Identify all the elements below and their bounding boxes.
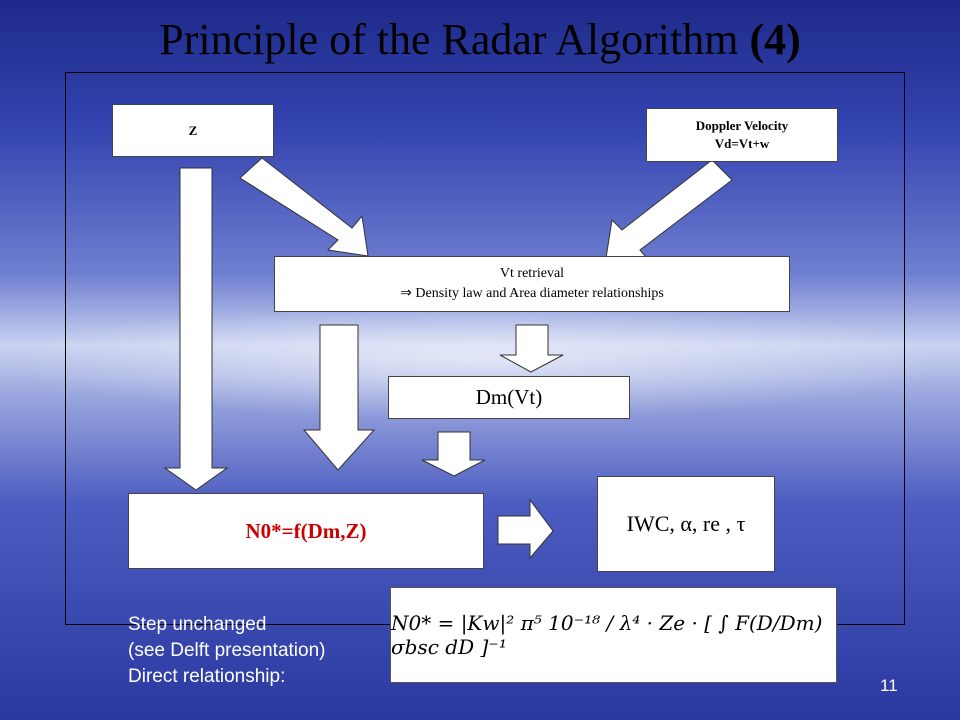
iwc-label: IWC, α, re , τ — [626, 511, 746, 536]
slide-title: Principle of the Radar Algorithm (4) — [0, 14, 960, 65]
z-box: Z — [112, 104, 274, 157]
vt-retrieval-box: Vt retrieval ⇒ Density law and Area diam… — [274, 256, 790, 312]
dm-label: Dm(Vt) — [475, 385, 543, 409]
formula-text: N0* = |Kw|² π⁵ 10⁻¹⁸ / λ⁴ · Ze · [ ∫ F(D… — [391, 611, 823, 659]
n0-label: N0*=f(Dm,Z) — [245, 518, 367, 543]
arrow-z-to-vt — [239, 157, 369, 257]
density-law-text: ⇒ Density law and Area diameter relation… — [400, 286, 664, 301]
title-bold: (4) — [749, 15, 801, 64]
arrow-doppler-to-vt — [605, 159, 733, 263]
doppler-box: Doppler Velocity Vd=Vt+w — [646, 108, 838, 162]
note-line-2: (see Delft presentation) — [128, 640, 326, 661]
dm-box: Dm(Vt) — [388, 376, 630, 419]
step-note: Step unchanged (see Delft presentation) … — [128, 612, 326, 690]
title-main: Principle of the Radar Algorithm — [159, 15, 750, 64]
iwc-box: IWC, α, re , τ — [597, 476, 775, 572]
doppler-label: Doppler Velocity — [695, 118, 789, 133]
arrow-vt-to-dm — [499, 324, 564, 373]
n0-box: N0*=f(Dm,Z) — [128, 493, 484, 569]
note-line-3: Direct relationship: — [128, 666, 286, 687]
arrow-n0-to-iwc — [497, 498, 554, 560]
arrow-z-to-n0 — [163, 167, 229, 491]
doppler-equation: Vd=Vt+w — [714, 136, 770, 151]
arrow-dm-down — [421, 431, 486, 477]
z-label: Z — [188, 122, 198, 138]
note-line-1: Step unchanged — [128, 614, 267, 635]
arrow-vt-to-n0 — [302, 324, 376, 471]
page-number: 11 — [880, 676, 898, 695]
formula-box: N0* = |Kw|² π⁵ 10⁻¹⁸ / λ⁴ · Ze · [ ∫ F(D… — [390, 587, 837, 683]
vt-retrieval-label: Vt retrieval — [499, 266, 565, 281]
